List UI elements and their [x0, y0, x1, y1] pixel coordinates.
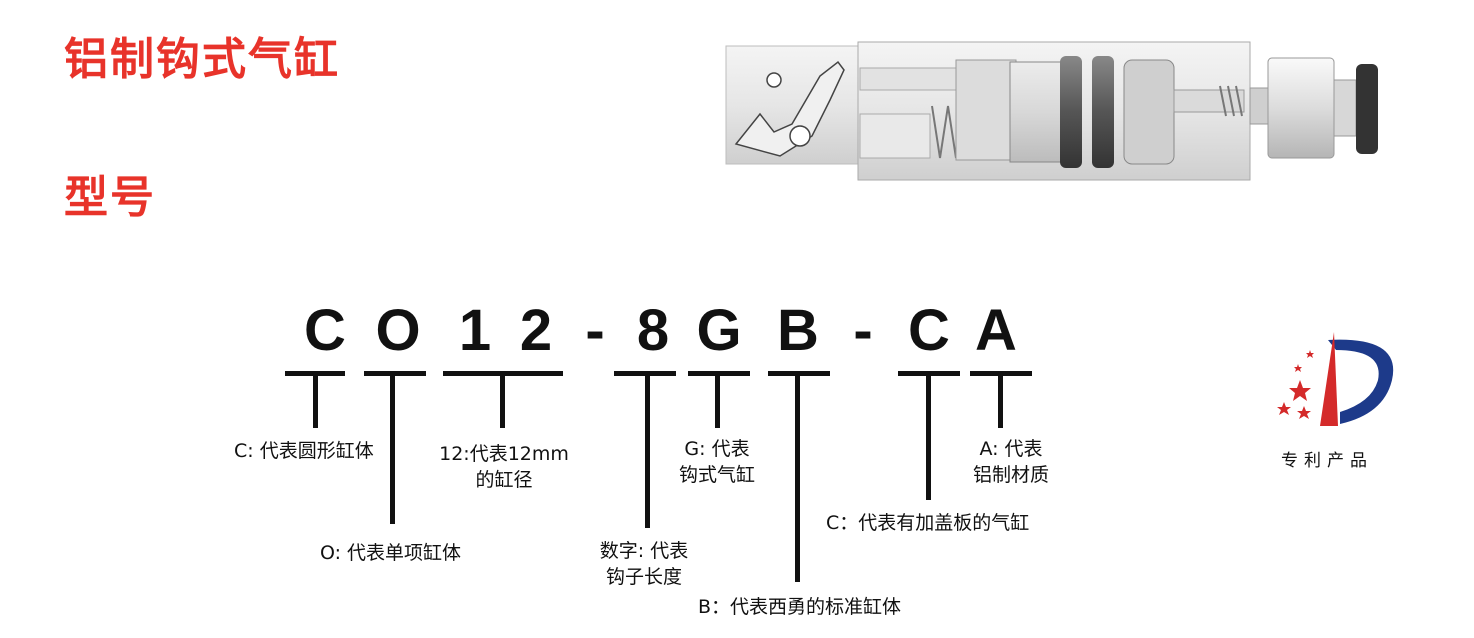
patent-badge: 专利产品: [1262, 328, 1402, 478]
code-char-b: B: [777, 298, 819, 363]
label-cover: C：代表有加盖板的气缸: [826, 512, 1030, 534]
label-o: O: 代表单项缸体: [320, 542, 462, 564]
connector-o: [390, 374, 395, 524]
label-hook-length-line1: 数字: 代表: [599, 540, 689, 562]
label-a: A: 代表 铝制材质: [966, 436, 1056, 488]
label-bore-line1: 12:代表12mm: [439, 443, 569, 465]
underline-a: [970, 371, 1032, 376]
code-char-a: A: [975, 298, 1017, 363]
code-char-o: O: [375, 298, 421, 363]
connector-c2: [926, 374, 931, 500]
code-char-c: C: [304, 298, 346, 363]
underline-g: [688, 371, 750, 376]
label-c: C: 代表圆形缸体: [234, 440, 374, 462]
connector-12: [500, 374, 505, 428]
connector-g: [715, 374, 720, 428]
label-hook-length-line2: 钩子长度: [605, 566, 682, 588]
label-bore-line2: 的缸径: [475, 469, 533, 491]
label-g-line2: 钩式气缸: [678, 464, 755, 486]
label-bore: 12:代表12mm 的缸径: [430, 441, 578, 493]
connector-b: [795, 374, 800, 582]
code-char-g: G: [696, 298, 742, 363]
label-b: B：代表西勇的标准缸体: [698, 596, 902, 618]
label-a-line1: A: 代表: [979, 438, 1043, 460]
underline-8: [614, 371, 676, 376]
connector-c: [313, 374, 318, 428]
label-g: G: 代表 钩式气缸: [672, 436, 762, 488]
underline-c: [285, 371, 345, 376]
label-g-line1: G: 代表: [684, 438, 750, 460]
code-char-2: 2: [519, 298, 553, 363]
product-title: 铝制钩式气缸: [64, 34, 340, 85]
underline-b: [768, 371, 830, 376]
code-char-dash-1: -: [585, 298, 605, 363]
underline-o: [364, 371, 426, 376]
label-hook-length: 数字: 代表 钩子长度: [592, 538, 696, 590]
connector-8: [645, 374, 650, 528]
code-char-1: 1: [458, 298, 492, 363]
patent-badge-text: 专利产品: [1281, 451, 1373, 471]
connector-a: [998, 374, 1003, 428]
label-a-line2: 铝制材质: [972, 464, 1049, 486]
code-char-dash-2: -: [853, 298, 873, 363]
hook-cylinder-illustration: [720, 40, 1400, 190]
underline-12: [443, 371, 563, 376]
code-char-c2: C: [908, 298, 950, 363]
underline-c2: [898, 371, 960, 376]
model-heading: 型号: [64, 172, 156, 223]
code-char-8: 8: [636, 298, 670, 363]
patent-logo-icon: [1277, 332, 1394, 426]
